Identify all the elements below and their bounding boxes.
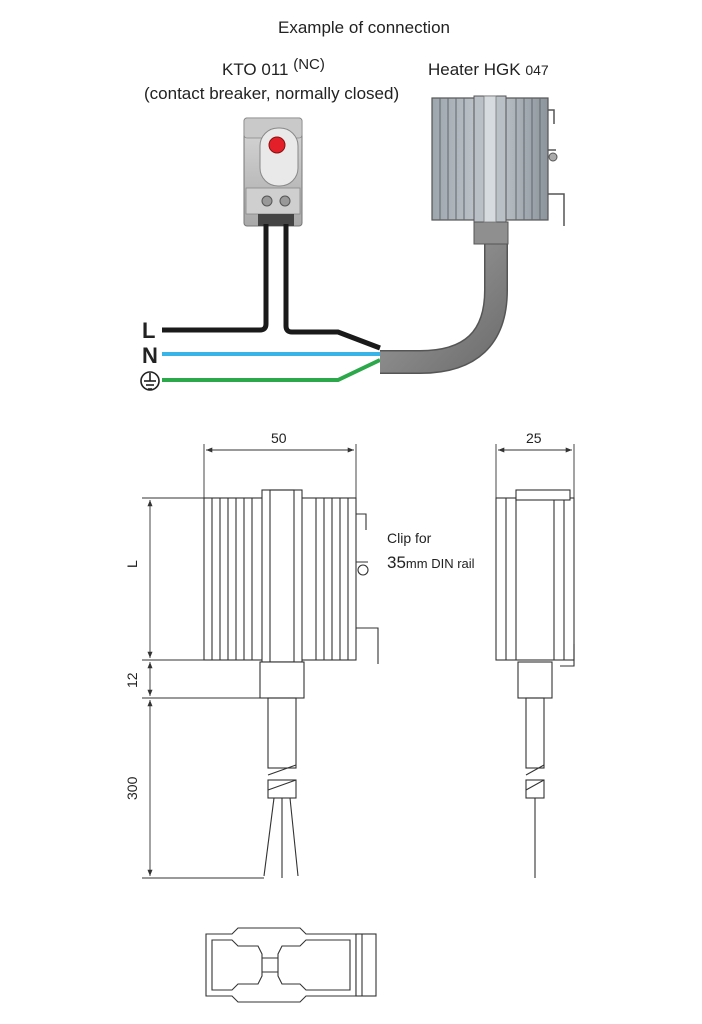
- heater-name: Heater HGK: [428, 60, 521, 79]
- heater-label: Heater HGK 047: [428, 60, 549, 80]
- clip-label-line1: Clip for: [387, 530, 432, 546]
- thermostat-knob: [268, 136, 286, 154]
- clip-size: 35: [387, 553, 406, 572]
- terminal-screw-right: [279, 195, 291, 207]
- front-view-drawing: [203, 489, 379, 878]
- dimension-lines: [142, 444, 575, 879]
- clip-unit: mm DIN rail: [405, 556, 475, 571]
- earth-symbol: [140, 371, 160, 391]
- heater-number: 047: [525, 62, 549, 78]
- clip-label-line2: 35mm DIN rail: [387, 553, 475, 573]
- terminal-screw-left: [261, 195, 273, 207]
- thermostat-suffix: (NC): [293, 56, 325, 73]
- live-wire: [162, 224, 381, 351]
- thermostat-device: [243, 117, 303, 227]
- wire-label-neutral: N: [142, 343, 158, 368]
- wire-label-live: L: [142, 318, 156, 343]
- dimension-width: 50: [271, 430, 287, 446]
- thermostat-description: (contact breaker, normally closed): [144, 84, 400, 103]
- side-view-drawing: [495, 489, 575, 878]
- profile-cross-section: [205, 927, 377, 1003]
- diagram-title: Example of connection: [278, 18, 450, 37]
- thermostat-name: KTO 011: [222, 60, 289, 79]
- earth-wire: [162, 358, 381, 382]
- thermostat-label: KTO 011 (NC): [222, 56, 325, 80]
- dimension-depth: 25: [526, 430, 542, 446]
- heater-device: [380, 95, 565, 374]
